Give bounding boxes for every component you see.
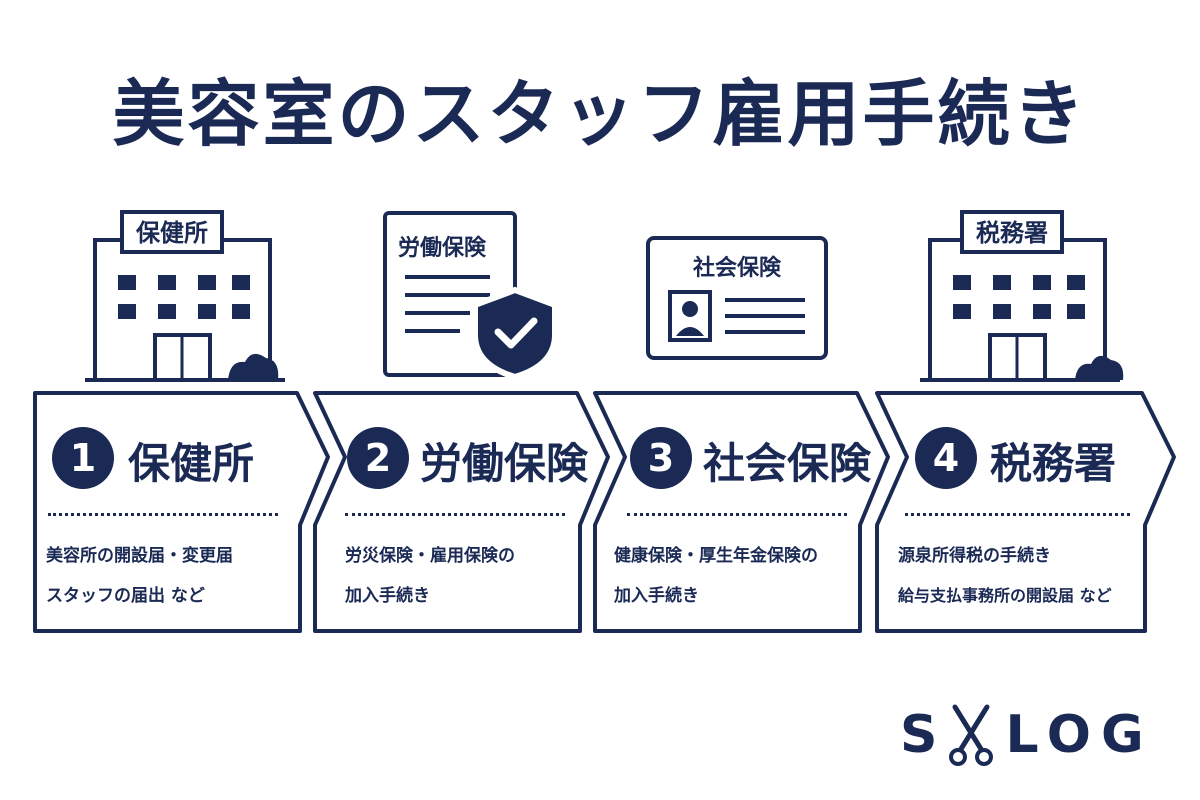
step-description-line: 給与支払事務所の開設届 など [898,586,1112,605]
labor-insurance-document-icon: 労働保険 [383,211,558,380]
step-number-badge: 2 [347,427,409,489]
building-sign-text: 保健所 [135,219,208,247]
dotted-divider [345,513,565,516]
tax-office-building-icon: 税務署 [920,210,1124,382]
page-title: 美容室のスタッフ雇用手続き [112,72,1088,156]
step-description-line: 美容所の開設届・変更届 [46,546,233,566]
card-title-text: 社会保険 [693,255,782,281]
step-description-line: 源泉所得税の手続き [898,546,1051,566]
step-description-line: 健康保険・厚生年金保険の [614,546,818,566]
dotted-divider [627,513,847,516]
social-insurance-card-icon: 社会保険 [646,236,828,360]
step-label: 保健所 [128,439,255,488]
step-number-badge: 4 [915,427,977,489]
step-description-line: 加入手続き [345,586,430,606]
step-number-badge: 3 [630,427,692,489]
step-label: 社会保険 [703,439,872,488]
step-description-line: 労災保険・雇用保険の [345,546,515,566]
step-label: 税務署 [990,439,1117,488]
logo-text-left: S [900,705,948,765]
health-center-building-icon: 保健所 [85,210,285,382]
salog-logo: S LOG [900,700,1154,770]
logo-text-right: LOG [1005,705,1154,765]
building-sign-text: 税務署 [976,219,1048,247]
dotted-divider [905,513,1130,516]
step-description-line: スタッフの届出 など [46,586,205,606]
step-number-badge: 1 [52,427,114,489]
scissors-icon [949,704,994,766]
step-description-line: 加入手続き [614,586,699,606]
document-title-text: 労働保険 [398,235,487,261]
dotted-divider [48,513,278,516]
step-label: 労働保険 [420,439,589,488]
